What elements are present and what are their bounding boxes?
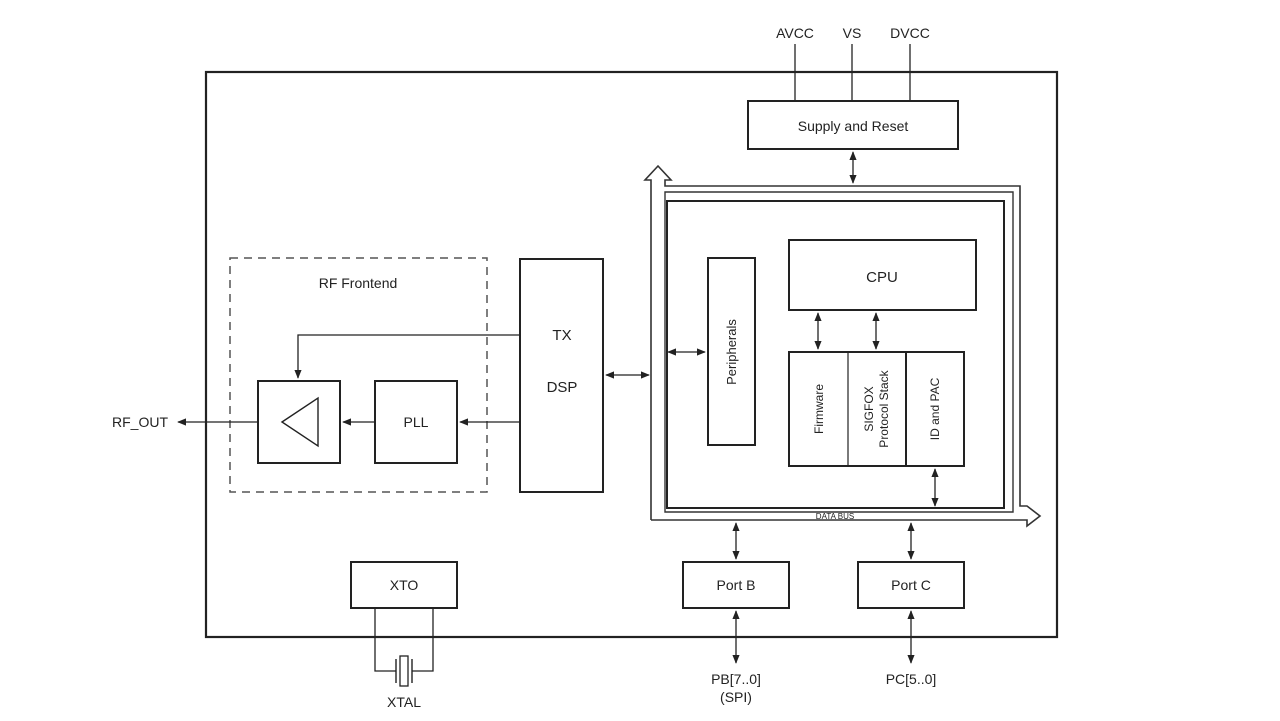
svg-text:PLL: PLL bbox=[404, 414, 429, 430]
port-c-block: Port C bbox=[857, 561, 965, 609]
supply-reset-block: Supply and Reset bbox=[747, 100, 959, 150]
pin-rf-out: RF_OUT bbox=[112, 414, 168, 430]
crystal-circuit: XTAL bbox=[374, 608, 434, 710]
svg-text:CPU: CPU bbox=[866, 269, 898, 286]
pin-avcc: AVCC bbox=[776, 25, 814, 41]
svg-text:XTO: XTO bbox=[390, 577, 419, 593]
tx-amplifier-wire bbox=[294, 334, 520, 379]
svg-text:Protocol Stack: Protocol Stack bbox=[877, 369, 891, 447]
amplifier-block bbox=[257, 380, 341, 464]
firmware-block: Firmware bbox=[812, 384, 826, 434]
svg-text:Port B: Port B bbox=[717, 577, 756, 593]
xto-block: XTO bbox=[350, 561, 458, 609]
svg-text:Supply and Reset: Supply and Reset bbox=[798, 118, 909, 134]
pin-dvcc: DVCC bbox=[890, 25, 930, 41]
svg-text:RF Frontend: RF Frontend bbox=[319, 275, 398, 291]
port-b-block: Port B bbox=[682, 561, 790, 609]
tx-dsp-block: TX DSP bbox=[519, 258, 604, 493]
sigfox-stack-block: SIGFOX Protocol Stack bbox=[862, 369, 891, 447]
data-bus-label: DATA BUS bbox=[816, 512, 854, 521]
pin-xtal: XTAL bbox=[387, 694, 421, 710]
crystal-icon bbox=[399, 655, 409, 687]
svg-text:SIGFOX: SIGFOX bbox=[862, 386, 876, 431]
pll-block: PLL bbox=[374, 380, 458, 464]
svg-text:Peripherals: Peripherals bbox=[724, 319, 739, 385]
cpu-block: CPU bbox=[788, 239, 977, 311]
svg-text:TX: TX bbox=[552, 327, 571, 344]
chip-outline bbox=[204, 70, 1059, 639]
pin-vs: VS bbox=[843, 25, 862, 41]
memory-group: Firmware SIGFOX Protocol Stack ID and PA… bbox=[788, 351, 965, 467]
id-pac-block: ID and PAC bbox=[928, 377, 942, 440]
rf-frontend-group: RF Frontend bbox=[229, 257, 488, 493]
peripherals-block: Peripherals bbox=[707, 257, 756, 446]
pin-pb-spi: (SPI) bbox=[720, 689, 752, 705]
data-bus: DATA BUS bbox=[643, 164, 1042, 528]
amplifier-triangle-icon bbox=[280, 396, 319, 448]
pin-pc: PC[5..0] bbox=[886, 671, 937, 687]
svg-text:DSP: DSP bbox=[547, 379, 578, 396]
power-pins: AVCC VS DVCC bbox=[776, 25, 930, 101]
pin-pb: PB[7..0] bbox=[711, 671, 761, 687]
svg-text:Port C: Port C bbox=[891, 577, 931, 593]
